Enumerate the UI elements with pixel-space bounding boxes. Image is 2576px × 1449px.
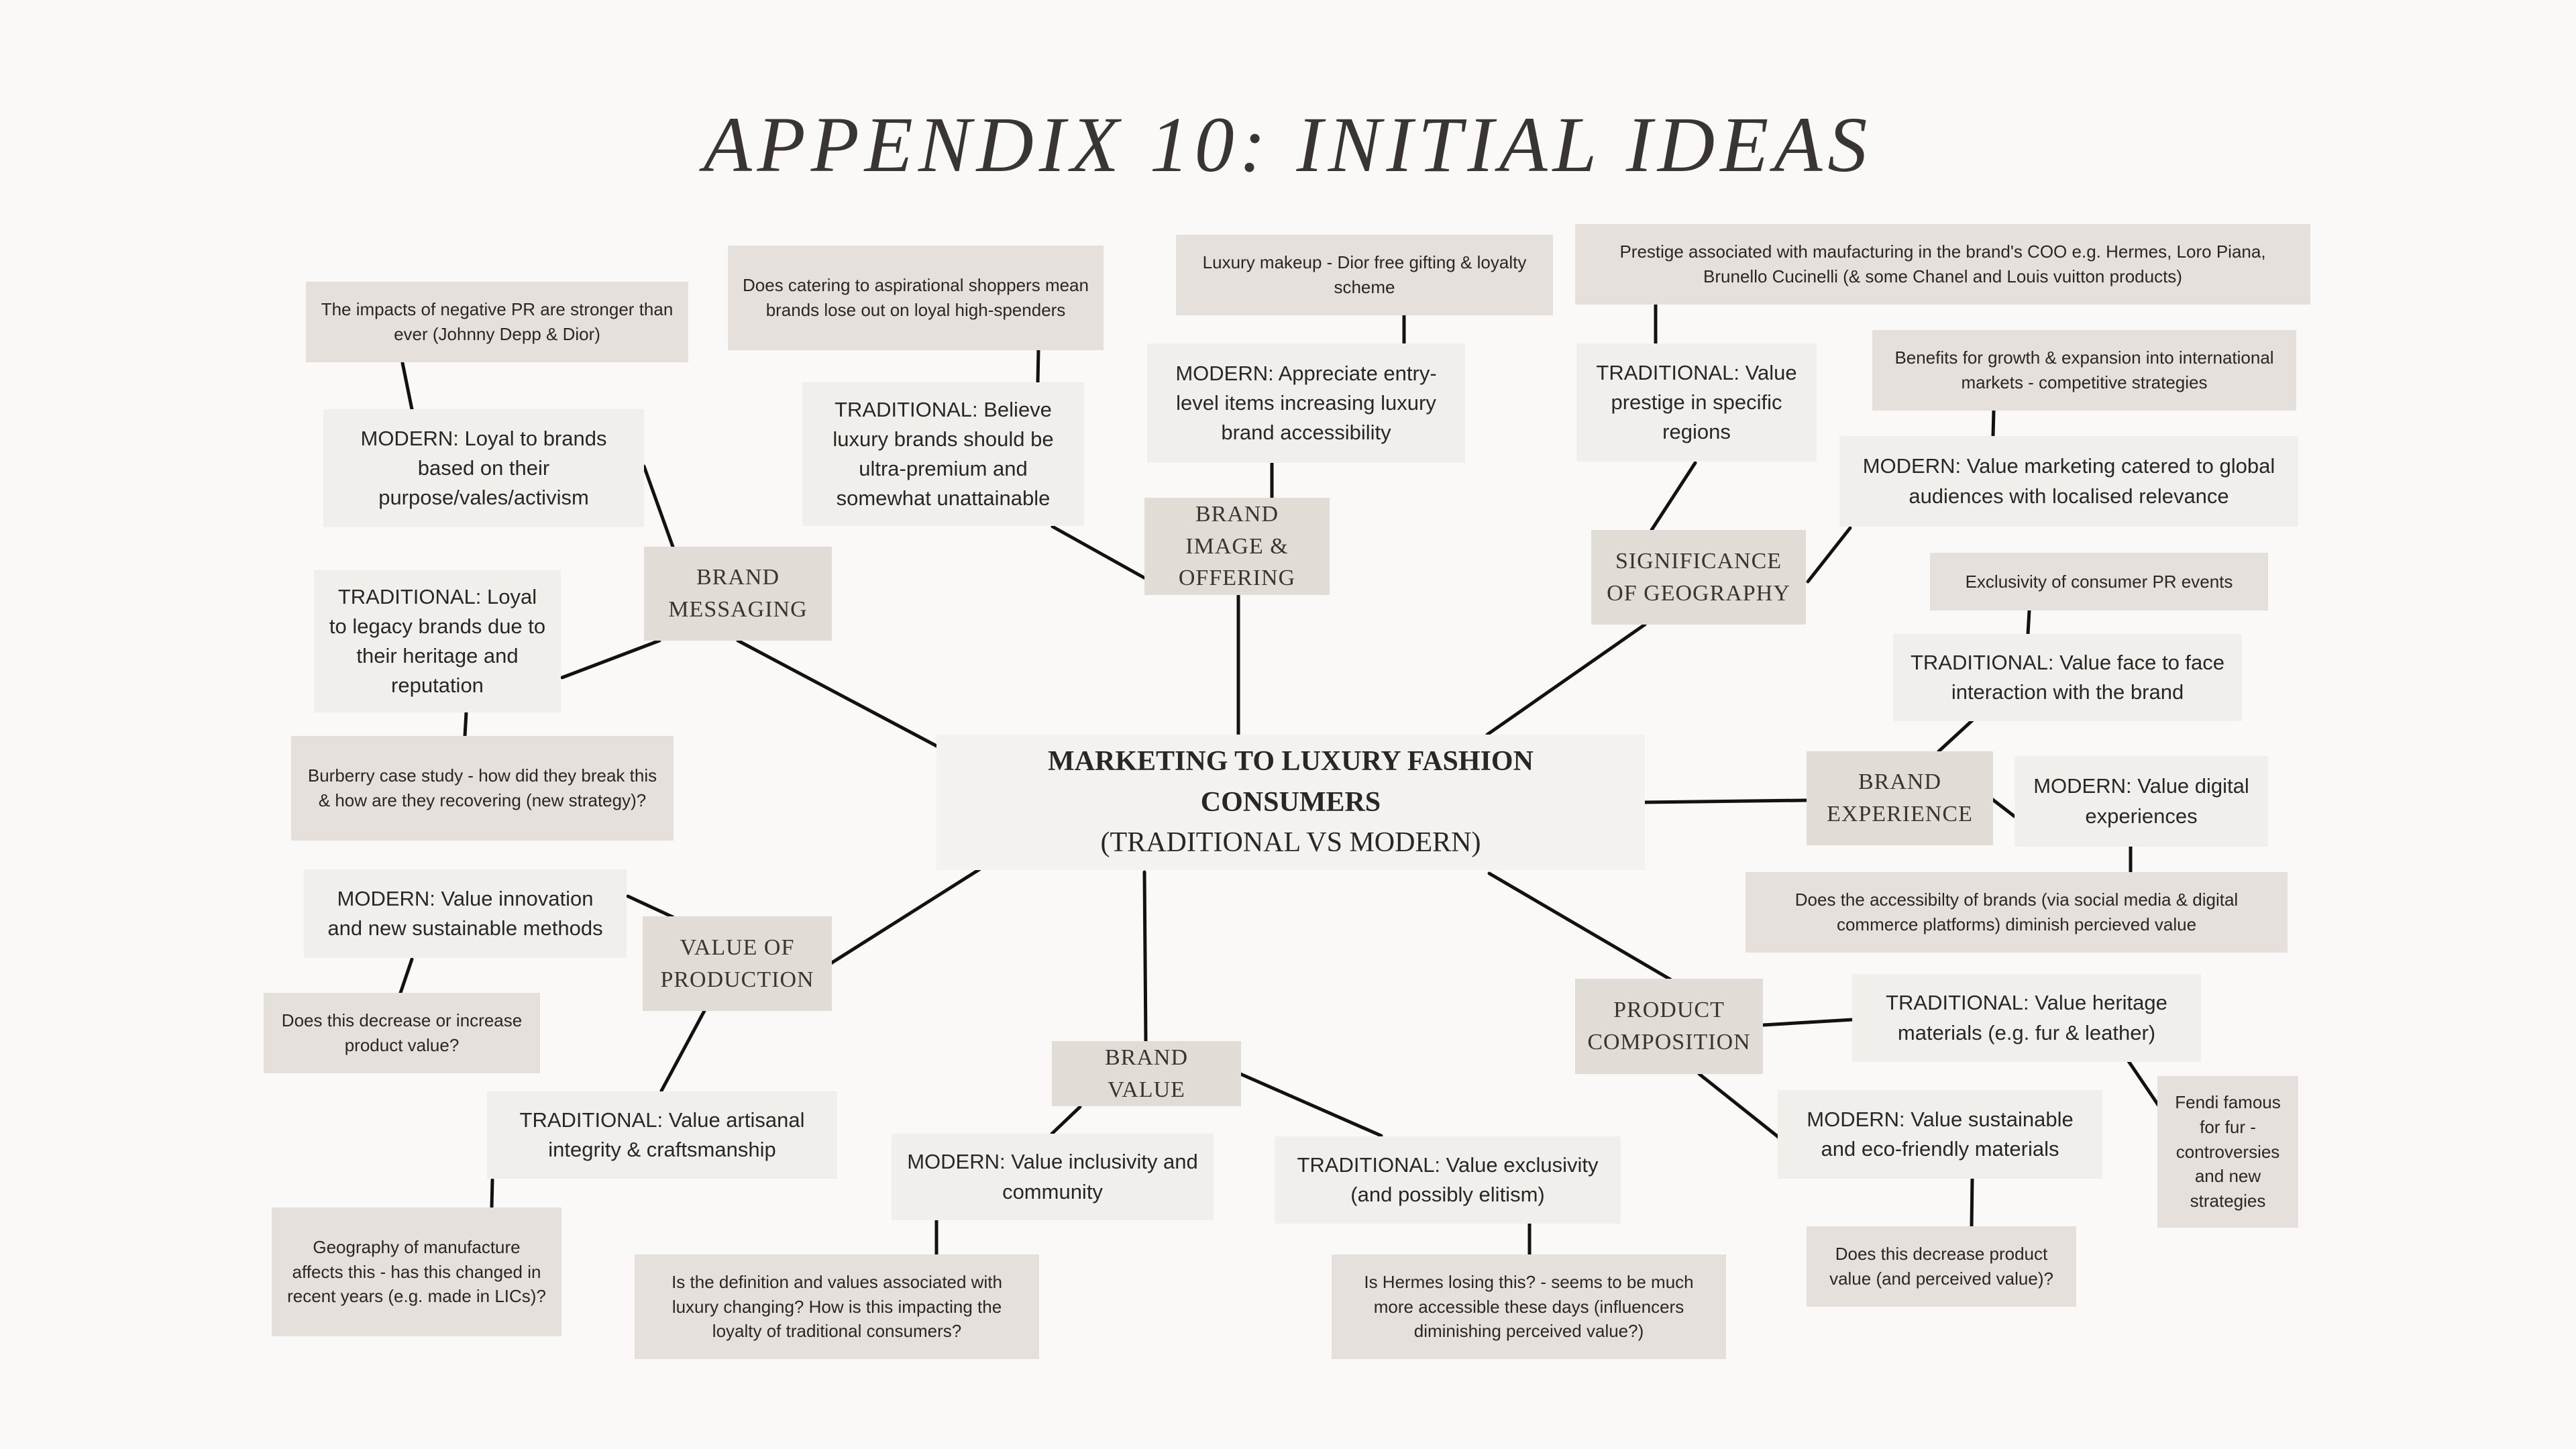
brand-messaging-modern: MODERN: Loyal to brands based on their p… [323,409,644,527]
brand-image-modern: MODERN: Appreciate entry-level items inc… [1147,343,1465,463]
link-center-product-composition [1487,871,1672,981]
category-brand-messaging: BRAND MESSAGING [644,547,832,641]
link-pc-traditional [1761,1018,1854,1027]
link-be-traditional-note [2026,608,2031,636]
category-brand-experience: BRAND EXPERIENCE [1807,751,1993,845]
brand-messaging-traditional: TRADITIONAL: Loyal to legacy brands due … [314,570,561,712]
brand-experience-traditional: TRADITIONAL: Value face to face interact… [1893,634,2242,721]
link-bm-modern [642,464,675,549]
link-bv-modern [1050,1105,1082,1136]
link-bm-traditional-note [463,710,468,738]
link-be-modern [1989,796,2017,818]
brand-value-traditional: TRADITIONAL: Value exclusivity (and poss… [1275,1136,1621,1224]
product-composition-traditional: TRADITIONAL: Value heritage materials (e… [1852,974,2201,1062]
link-pc-traditional-note [2127,1059,2160,1107]
note-sustainable-decrease: Does this decrease product value (and pe… [1807,1226,2076,1307]
category-product-composition: PRODUCT COMPOSITION [1575,979,1763,1074]
note-prestige-coo: Prestige associated with maufacturing in… [1575,224,2310,305]
category-brand-value: BRAND VALUE [1052,1041,1241,1106]
note-aspirational-shoppers: Does catering to aspirational shoppers m… [728,246,1104,350]
link-bm-modern-note [400,361,414,411]
brand-value-modern: MODERN: Value inclusivity and community [892,1134,1214,1220]
note-brand-accessibility: Does the accessibilty of brands (via soc… [1746,872,2288,953]
brand-experience-modern: MODERN: Value digital experiences [2015,756,2268,847]
central-topic: MARKETING TO LUXURY FASHION CONSUMERS (T… [936,735,1645,870]
note-geography-of-manufacture: Geography of manufacture affects this - … [272,1208,561,1336]
note-consumer-pr-events: Exclusivity of consumer PR events [1930,553,2268,610]
note-decrease-increase-value: Does this decrease or increase product v… [264,993,540,1073]
link-vp-modern-note [398,957,414,995]
central-topic-line-3: (TRADITIONAL VS MODERN) [1100,827,1481,859]
note-dior-makeup: Luxury makeup - Dior free gifting & loya… [1176,235,1553,315]
value-of-production-traditional: TRADITIONAL: Value artisanal integrity &… [487,1091,837,1179]
link-center-brand-messaging [736,639,940,749]
note-negative-pr: The impacts of negative PR are stronger … [306,282,688,362]
value-of-production-modern: MODERN: Value innovation and new sustain… [304,869,627,958]
central-topic-line-2: CONSUMERS [1200,786,1381,818]
link-geo-modern-note [1991,409,1996,438]
geography-traditional: TRADITIONAL: Value prestige in specific … [1576,343,1817,462]
link-center-production [828,867,981,966]
link-vp-modern [626,894,675,919]
product-composition-modern: MODERN: Value sustainable and eco-friend… [1778,1090,2102,1179]
link-bv-traditional [1237,1071,1383,1138]
link-center-brand-value [1142,870,1148,1043]
link-geo-modern [1806,526,1852,584]
category-significance-of-geography: SIGNIFICANCE OF GEOGRAPHY [1591,530,1806,625]
central-topic-line-1: MARKETING TO LUXURY FASHION [1048,745,1534,777]
note-international-growth: Benefits for growth & expansion into int… [1872,330,2296,411]
link-center-geography [1485,623,1647,737]
link-bm-traditional [560,639,661,680]
note-burberry: Burberry case study - how did they break… [291,736,674,841]
category-value-of-production: VALUE OF PRODUCTION [643,916,832,1011]
note-fendi-fur: Fendi famous for fur - controversies and… [2157,1076,2298,1228]
note-luxury-definition: Is the definition and values associated … [635,1254,1039,1359]
page-title: APPENDIX 10: INITIAL IDEAS [703,101,1873,189]
link-vp-traditional [659,1008,707,1093]
geography-modern: MODERN: Value marketing catered to globa… [1839,436,2298,527]
link-geo-traditional [1650,461,1697,532]
link-pc-modern [1697,1072,1780,1139]
note-hermes: Is Hermes losing this? - seems to be muc… [1332,1254,1726,1359]
brand-image-traditional: TRADITIONAL: Believe luxury brands shoul… [802,382,1084,526]
link-bi-traditional [1051,525,1147,580]
link-center-brand-experience [1642,798,1809,804]
link-be-traditional [1937,718,1974,753]
category-brand-image-offering: BRAND IMAGE & OFFERING [1144,498,1330,595]
